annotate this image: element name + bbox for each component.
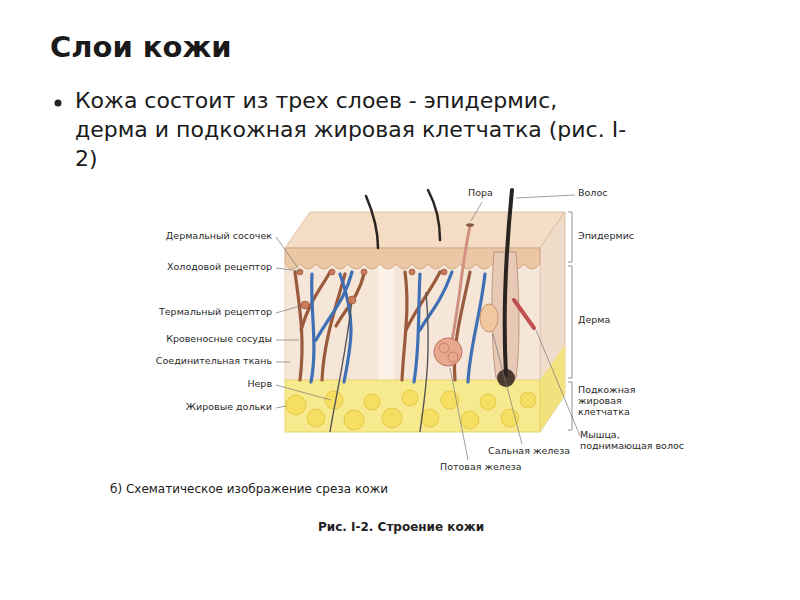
part-label: Эпидермис (578, 231, 634, 242)
part-label: Мышца, поднимающая волос (580, 430, 684, 452)
part-label: Кровеносные сосуды (92, 334, 272, 345)
hair (505, 190, 512, 375)
side-face (540, 212, 565, 432)
part-label: Дерма (578, 315, 610, 326)
sebaceous-gland (480, 304, 498, 332)
nerves (330, 292, 428, 432)
part-label: Жировые дольки (92, 402, 272, 413)
bullet-text: Кожа состоит из трех слоев - эпидермис, … (75, 86, 635, 173)
part-label: Подкожная жировая клетчатка (578, 385, 638, 418)
pore (466, 223, 474, 227)
arrector-muscle (514, 300, 534, 328)
part-label: Соединительная ткань (92, 356, 272, 367)
dermis-cut (378, 262, 394, 382)
part-label: Сальная железа (488, 446, 570, 457)
part-label: Волос (578, 188, 607, 199)
slide-title: Слои кожи (50, 30, 232, 64)
hair (428, 190, 440, 240)
part-label: Термальный рецептор (92, 307, 272, 318)
leader-lines (276, 195, 580, 460)
fat-layer (285, 380, 540, 432)
part-label: Дермальный сосочек (92, 231, 272, 242)
hair (366, 196, 378, 248)
bullet-dot (55, 100, 62, 107)
fat-lobules (286, 390, 536, 430)
sweat-gland (434, 338, 462, 366)
skin-surface (285, 212, 565, 248)
blood-vessels (295, 272, 485, 382)
sweat-duct (452, 226, 470, 340)
receptors (297, 269, 447, 309)
side-fat (540, 345, 565, 432)
part-label: Пора (468, 188, 493, 199)
part-label: Потовая железа (440, 462, 522, 473)
layer-brackets (568, 212, 572, 430)
figure-subtitle: б) Схематическое изображение среза кожи (110, 482, 388, 496)
part-label: Холодовой рецептор (92, 262, 272, 273)
figure-caption: Рис. I-2. Строение кожи (318, 520, 484, 534)
part-label: Нерв (92, 379, 272, 390)
